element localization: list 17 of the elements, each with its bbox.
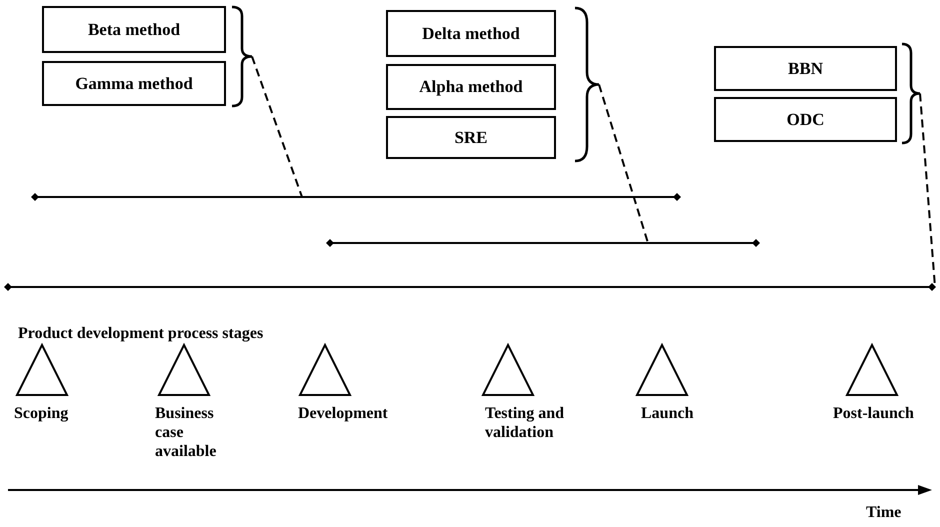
heading-text: Product development process stages xyxy=(18,324,264,343)
method-box: Gamma method xyxy=(42,61,226,106)
method-box: BBN xyxy=(714,46,897,91)
method-box: Alpha method xyxy=(386,64,556,110)
stage-label: Scoping xyxy=(14,404,70,423)
method-box: Beta method xyxy=(42,6,226,53)
stage-label: Testing and validation xyxy=(485,404,565,442)
method-box: SRE xyxy=(386,116,556,159)
leader-line xyxy=(598,84,649,244)
axis-label: Time xyxy=(866,503,902,522)
stage-label: Business case available xyxy=(155,404,218,461)
stage-label: Post-launch xyxy=(833,404,915,423)
stage-label: Launch xyxy=(641,404,694,423)
method-box: ODC xyxy=(714,97,897,142)
stage-label: Development xyxy=(298,404,389,423)
leader-line xyxy=(251,56,303,198)
method-box: Delta method xyxy=(386,10,556,57)
